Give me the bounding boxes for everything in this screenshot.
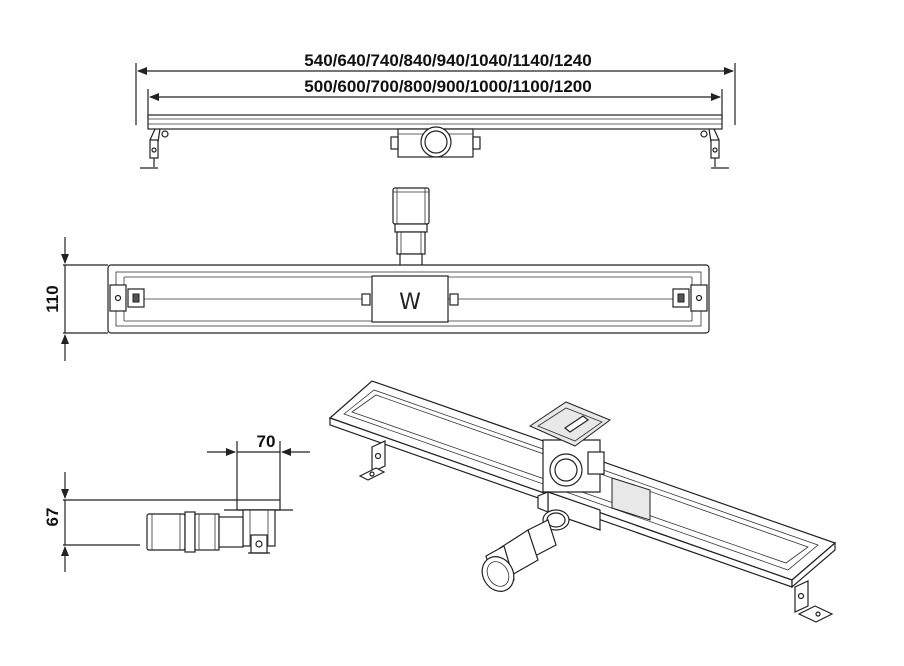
channel-profile	[224, 499, 293, 554]
iso-outlet-assembly	[481, 401, 651, 592]
inner-length-label: 500/600/700/800/900/1000/1100/1200	[304, 77, 591, 96]
outlet-side	[390, 126, 481, 158]
brand-mark: W	[399, 290, 421, 315]
iso-right-foot	[794, 580, 834, 623]
plan-view: 110 W	[43, 187, 710, 361]
left-foot-bracket	[140, 128, 169, 169]
width-label: 110	[43, 285, 62, 312]
height-label: 67	[43, 508, 62, 527]
center-outlet-box-plan: W	[361, 275, 459, 323]
section-view: 70 67	[43, 432, 310, 572]
side-elevation-view: 540/640/740/840/940/1040/1140/1240 500/6…	[135, 51, 736, 169]
left-end-clip-plan	[109, 284, 145, 312]
iso-left-foot	[358, 440, 386, 481]
outlet-pipe-section	[146, 511, 244, 553]
isometric-view	[328, 380, 837, 623]
right-foot-bracket	[700, 128, 729, 169]
outer-length-label: 540/640/740/840/940/1040/1140/1240	[304, 51, 591, 70]
right-end-clip-plan	[672, 284, 708, 312]
outlet-pipe-plan	[392, 187, 430, 277]
depth-width-label: 70	[257, 432, 276, 451]
